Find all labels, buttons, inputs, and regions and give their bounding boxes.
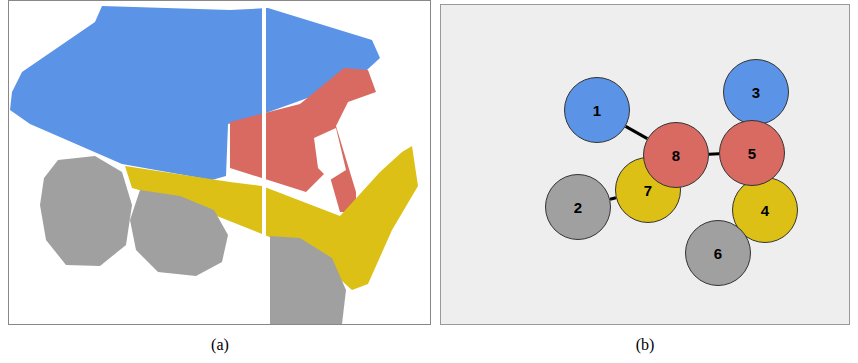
panel-label: (a) [211,336,229,354]
adjacency-edge [626,126,648,138]
node-number: 7 [644,182,652,199]
node-number: 1 [593,102,601,119]
segment-node: 2 [545,174,611,240]
node-number: 3 [752,84,760,101]
node-number: 4 [761,202,769,219]
segment-node: 8 [643,122,709,188]
cut-line [262,1,266,324]
wheel-segment [40,156,132,266]
panel-label: (b) [636,336,655,354]
adjacency-edge [709,152,719,155]
adjacency-edge [610,198,616,199]
segment-node: 3 [723,59,789,125]
panel-frame [9,1,431,325]
node-number: 2 [574,199,582,216]
wheel-segment [270,236,346,324]
segment-node: 6 [685,220,751,286]
segment-node: 1 [564,77,630,143]
graph-panel [441,5,850,325]
cab-window [314,128,346,180]
node-number: 5 [748,145,756,162]
node-number: 6 [714,245,722,262]
segment-node: 5 [719,120,785,186]
node-number: 8 [672,147,680,164]
wheel-segment [130,190,228,276]
